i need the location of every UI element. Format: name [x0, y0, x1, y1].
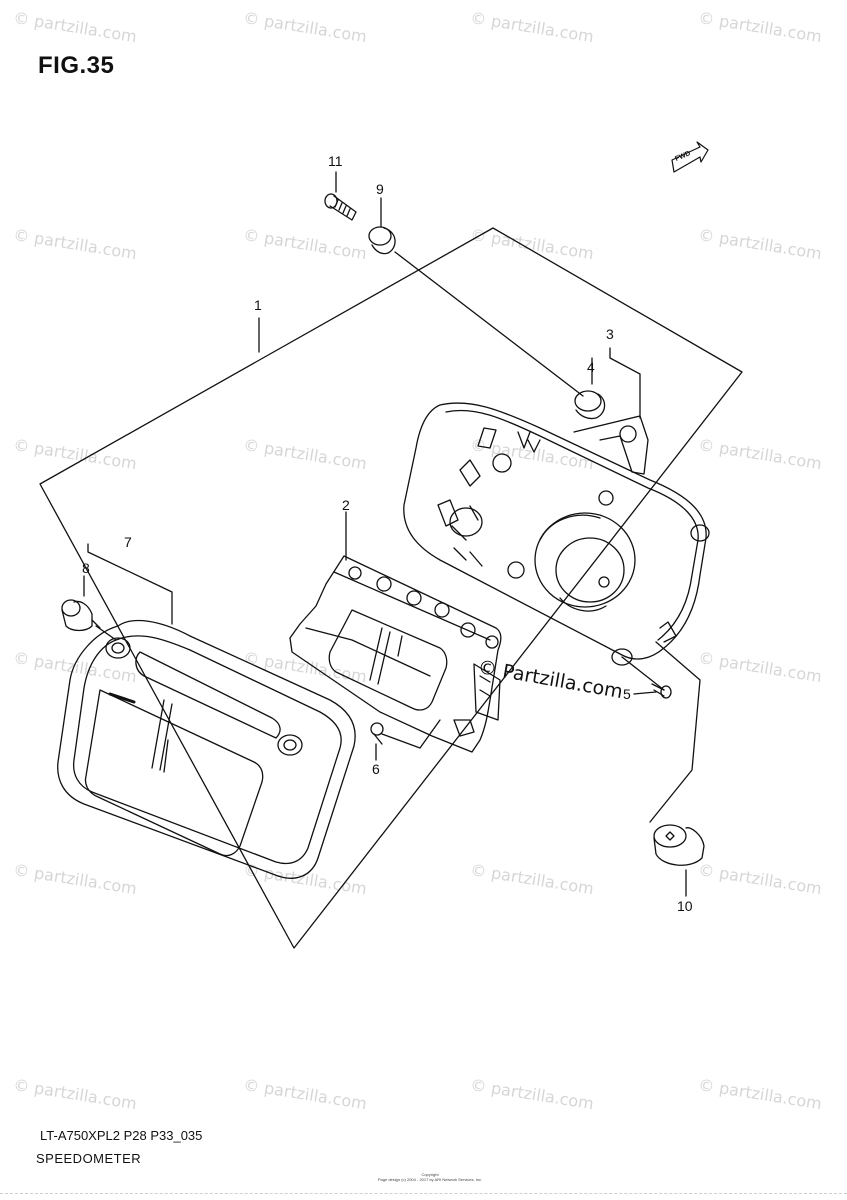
screw-icon — [651, 683, 672, 699]
copyright-notice: Copyright Page design (c) 2004 - 2017 by… — [370, 1172, 490, 1182]
callout-3[interactable]: 3 — [606, 326, 614, 342]
callout-5[interactable]: 5 — [623, 686, 631, 702]
callout-8[interactable]: 8 — [82, 560, 90, 576]
grommet-icon — [61, 599, 101, 632]
cushion-icon — [574, 390, 606, 420]
callout-line — [609, 347, 641, 419]
leader-line — [95, 625, 117, 641]
meter-case-icon — [403, 402, 710, 666]
meter-board-icon — [289, 555, 502, 753]
washer-icon — [368, 226, 396, 255]
bolt-icon — [324, 193, 357, 221]
callout-9[interactable]: 9 — [376, 181, 384, 197]
lens-cover-icon — [57, 619, 356, 879]
screw-icon — [370, 722, 384, 745]
callout-line — [633, 691, 657, 695]
callout-7[interactable]: 7 — [124, 534, 132, 550]
callout-11[interactable]: 11 — [328, 153, 343, 169]
leader-line — [381, 719, 441, 749]
callout-2[interactable]: 2 — [342, 497, 350, 513]
copyright-line-2: Page design (c) 2004 - 2017 by ARI Netwo… — [377, 1177, 483, 1182]
socket-icon — [653, 824, 705, 866]
section-name: SPEEDOMETER — [36, 1151, 142, 1166]
copyright-line-1: Copyright — [421, 1172, 439, 1177]
leader-line — [649, 641, 701, 823]
leader-line — [394, 251, 584, 397]
assembly-outline — [39, 227, 743, 949]
callout-line — [87, 543, 173, 625]
figure-title: FIG.35 — [38, 52, 115, 79]
callout-6[interactable]: 6 — [372, 761, 380, 777]
leader-line — [621, 656, 665, 691]
fwd-arrow-icon — [671, 141, 709, 173]
page-divider — [0, 1193, 847, 1194]
model-code: LT-A750XPL2 P28 P33_035 — [40, 1128, 203, 1143]
callout-4[interactable]: 4 — [587, 359, 595, 375]
callout-10[interactable]: 10 — [677, 898, 693, 914]
callout-1[interactable]: 1 — [254, 297, 262, 313]
